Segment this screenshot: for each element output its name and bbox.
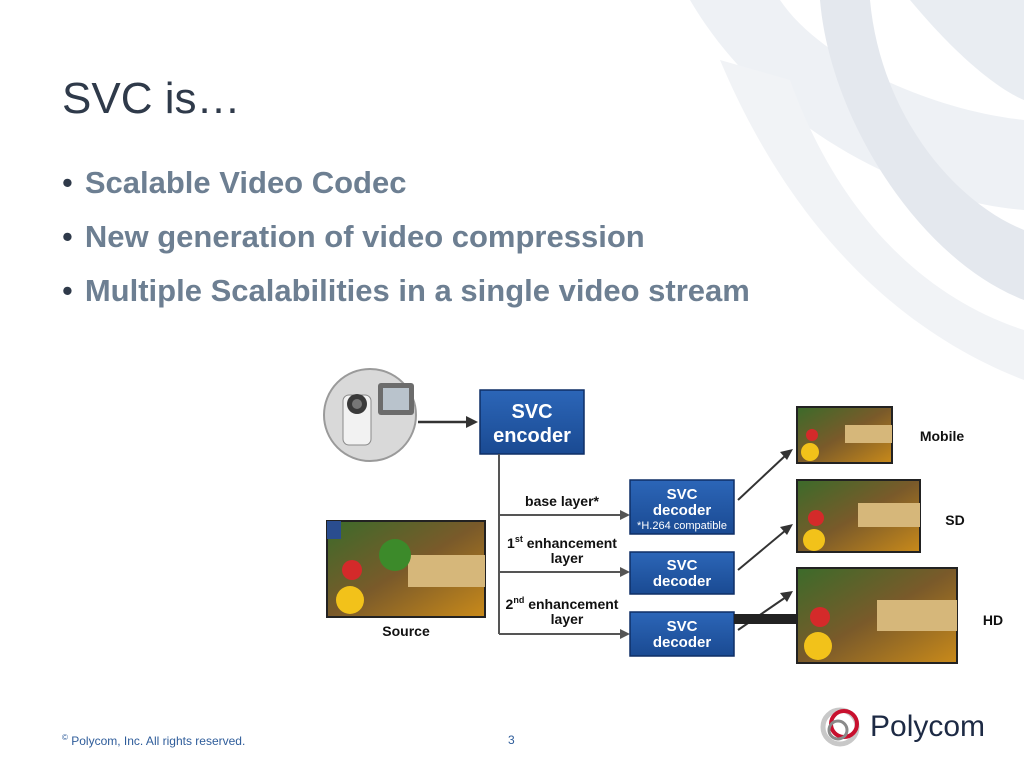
decoder-label-line1: SVC bbox=[667, 557, 698, 574]
svc-diagram: SVC encoder base layer* 1st enhancement … bbox=[323, 368, 1003, 664]
camcorder-icon bbox=[323, 368, 417, 462]
mobile-label: Mobile bbox=[920, 428, 965, 444]
bullet-item: • Multiple Scalabilities in a single vide… bbox=[62, 268, 750, 322]
source-video-frame bbox=[326, 520, 486, 618]
decoder-label-line2: decoder bbox=[653, 634, 712, 651]
bullet-list: • Scalable Video Codec • New generation of… bbox=[62, 160, 750, 322]
mobile-output-frame bbox=[796, 406, 893, 464]
bullet-item: • New generation of video compression bbox=[62, 214, 750, 268]
copyright-text: Polycom, Inc. All rights reserved. bbox=[67, 734, 246, 748]
encoder-label-line1: SVC bbox=[511, 401, 552, 423]
svc-decoder-box-base: SVC decoder *H.264 compatible bbox=[629, 479, 735, 535]
polycom-logo-icon bbox=[820, 707, 860, 747]
bullet-dot: • bbox=[62, 165, 73, 200]
sd-label: SD bbox=[945, 512, 964, 528]
slide-title: SVC is… bbox=[62, 74, 241, 123]
bullet-text: Scalable Video Codec bbox=[84, 165, 407, 200]
enhancement-layer-2-label-line2: layer bbox=[551, 611, 584, 627]
bullet-text: Multiple Scalabilities in a single video… bbox=[84, 273, 750, 308]
bullet-dot: • bbox=[62, 219, 73, 254]
enhancement-layer-1-label-line2: layer bbox=[551, 550, 584, 566]
bullet-text: New generation of video compression bbox=[84, 219, 645, 254]
svc-encoder-box: SVC encoder bbox=[479, 389, 585, 455]
decoder-label-line1: SVC bbox=[667, 618, 698, 635]
hd-label: HD bbox=[983, 612, 1003, 628]
svc-decoder-box-hd: SVC decoder bbox=[629, 611, 735, 657]
copyright-symbol: © bbox=[62, 733, 68, 742]
decoder-compat-note: *H.264 compatible bbox=[637, 520, 727, 532]
sd-output-frame bbox=[796, 479, 921, 553]
base-layer-label: base layer* bbox=[525, 493, 599, 509]
polycom-logo-text: Polycom bbox=[870, 710, 986, 743]
svc-decoder-box-sd: SVC decoder bbox=[629, 551, 735, 595]
encoder-label-line2: encoder bbox=[493, 425, 571, 447]
page-number: 3 bbox=[508, 733, 515, 747]
enhancement-layer-1-label: 1st enhancement bbox=[507, 534, 617, 551]
bullet-item: • Scalable Video Codec bbox=[62, 160, 750, 214]
copyright-footer: © Polycom, Inc. All rights reserved. bbox=[62, 733, 245, 748]
hd-output-frame bbox=[796, 567, 958, 664]
bullet-dot: • bbox=[62, 273, 73, 308]
decoder-label-line2: decoder bbox=[653, 502, 712, 519]
decoder-label-line2: decoder bbox=[653, 573, 712, 590]
source-label: Source bbox=[382, 623, 430, 639]
decoder-label-line1: SVC bbox=[667, 486, 698, 503]
enhancement-layer-2-label: 2nd enhancement bbox=[506, 595, 619, 612]
